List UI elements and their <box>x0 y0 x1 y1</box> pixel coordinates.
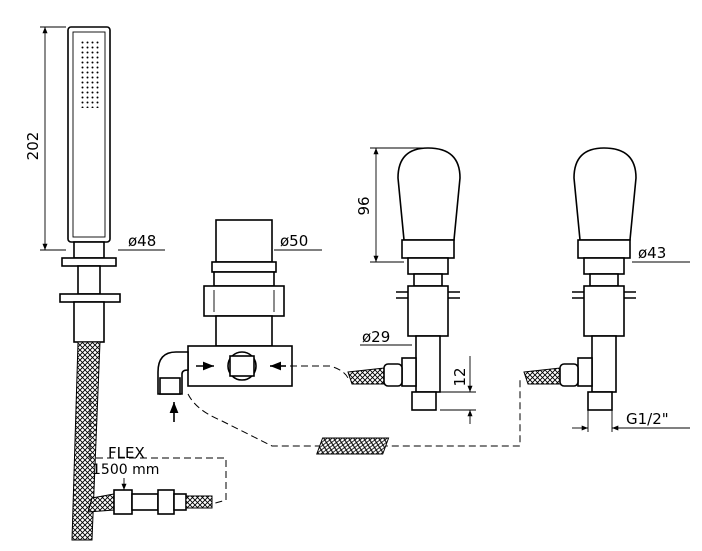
valve-right <box>523 147 637 411</box>
dimension-thread: G1/2" <box>572 410 690 432</box>
flex-hose-detail: FLEX 1500 mm <box>87 444 213 515</box>
valve-height-label: 96 <box>355 196 373 215</box>
diverter-valve <box>157 219 293 422</box>
dimension-202: 202 <box>24 26 66 251</box>
shank-length-label: 12 <box>451 367 469 386</box>
thread-label: G1/2" <box>626 410 669 428</box>
handshower-length-label: 202 <box>24 132 42 161</box>
flex-length-label: 1500 mm <box>92 462 159 478</box>
dimension-diameter-50: ø50 <box>274 232 322 251</box>
dimension-diameter-43: ø43 <box>632 244 690 263</box>
hand-shower <box>59 26 121 541</box>
spray-nozzles-icon <box>80 40 100 108</box>
concealed-hose-routes <box>89 365 521 505</box>
dimension-diameter-48: ø48 <box>118 232 165 251</box>
flex-label: FLEX <box>108 444 145 462</box>
dimension-12: 12 <box>440 356 476 424</box>
valve-body-diameter-label: ø29 <box>362 328 390 346</box>
diverter-diameter-label: ø50 <box>280 232 308 250</box>
dimension-96: 96 <box>355 147 426 263</box>
handle-diameter-label: ø43 <box>638 244 666 262</box>
holder-diameter-label: ø48 <box>128 232 156 250</box>
valve-left <box>347 147 461 411</box>
dimension-diameter-29: ø29 <box>360 328 412 346</box>
